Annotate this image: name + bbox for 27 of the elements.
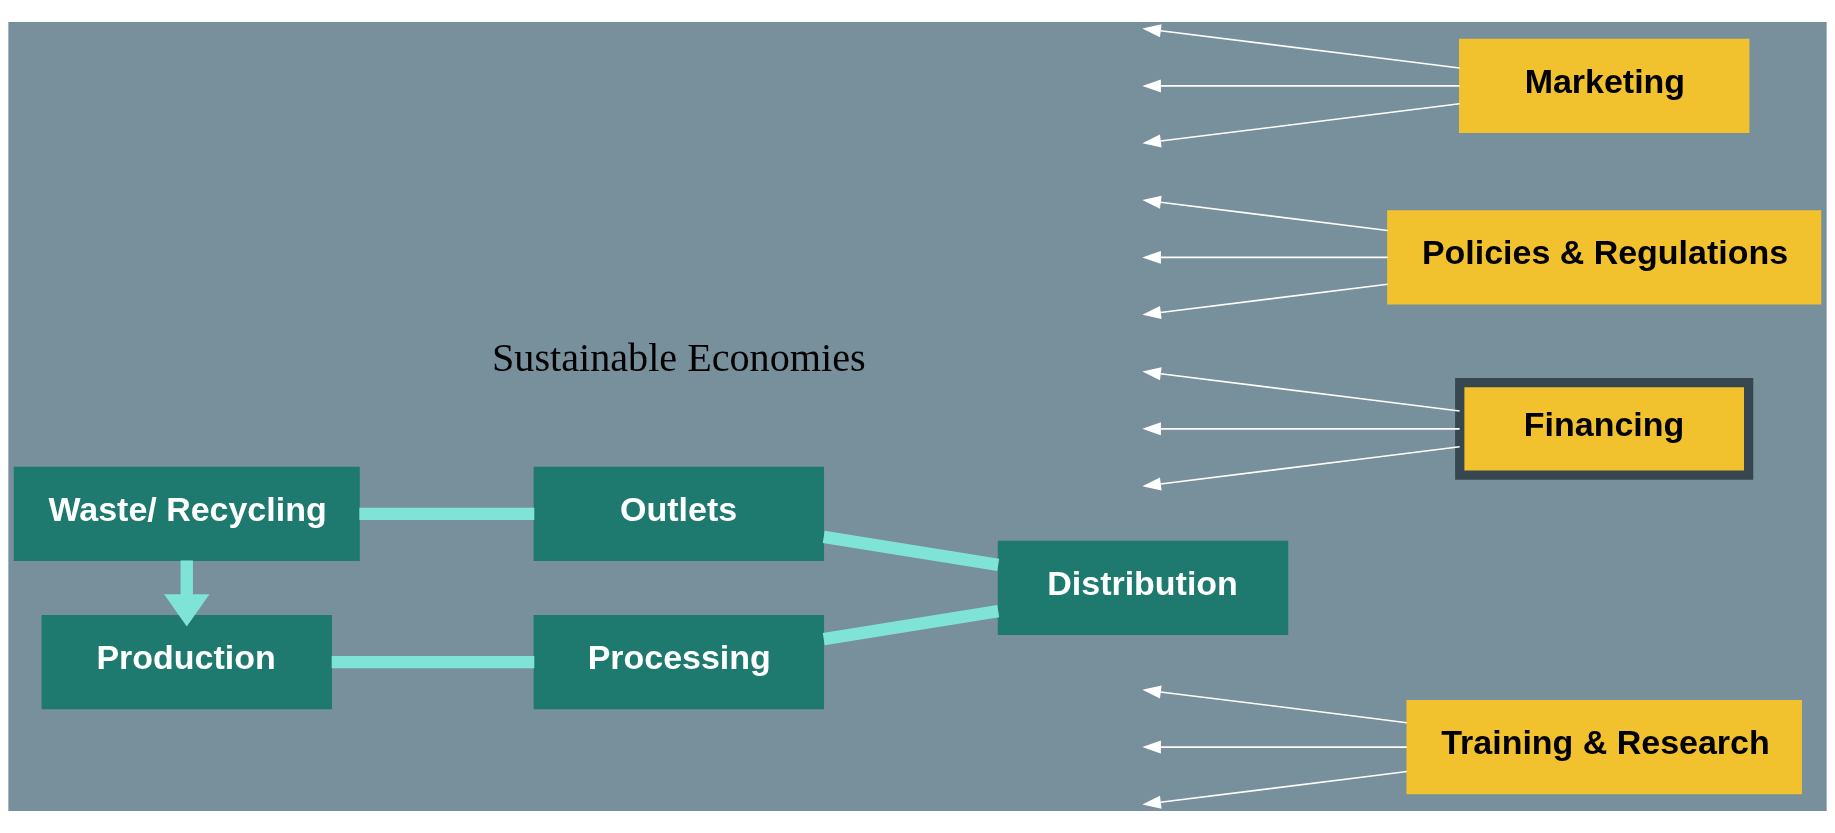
arrow [1142,79,1461,93]
arrow [164,560,210,627]
node-box: Production [41,615,332,710]
arrow [1142,422,1461,436]
arrow [1142,102,1461,148]
node-box: Financing [1455,377,1754,480]
arrow [1142,250,1389,264]
label: Sustainable Economies [492,334,866,380]
node-box: Waste/ Recycling [13,466,360,561]
arrow [1142,740,1408,754]
connector [822,530,1000,572]
node-box: Marketing [1459,38,1750,133]
node-box: Training & Research [1406,700,1802,795]
arrow [1142,685,1408,724]
connector [822,604,1000,646]
node-box: Outlets [533,466,825,561]
arrow [1142,367,1461,412]
connector [359,507,535,520]
arrow [1142,24,1461,69]
arrow [1142,283,1389,319]
arrow [1142,445,1461,491]
arrow [1142,195,1389,232]
arrow [1142,770,1408,809]
node-box: Distribution [997,540,1289,636]
connector [331,655,535,669]
node-box: Processing [533,615,825,710]
node-box: Policies & Regulations [1387,210,1822,305]
